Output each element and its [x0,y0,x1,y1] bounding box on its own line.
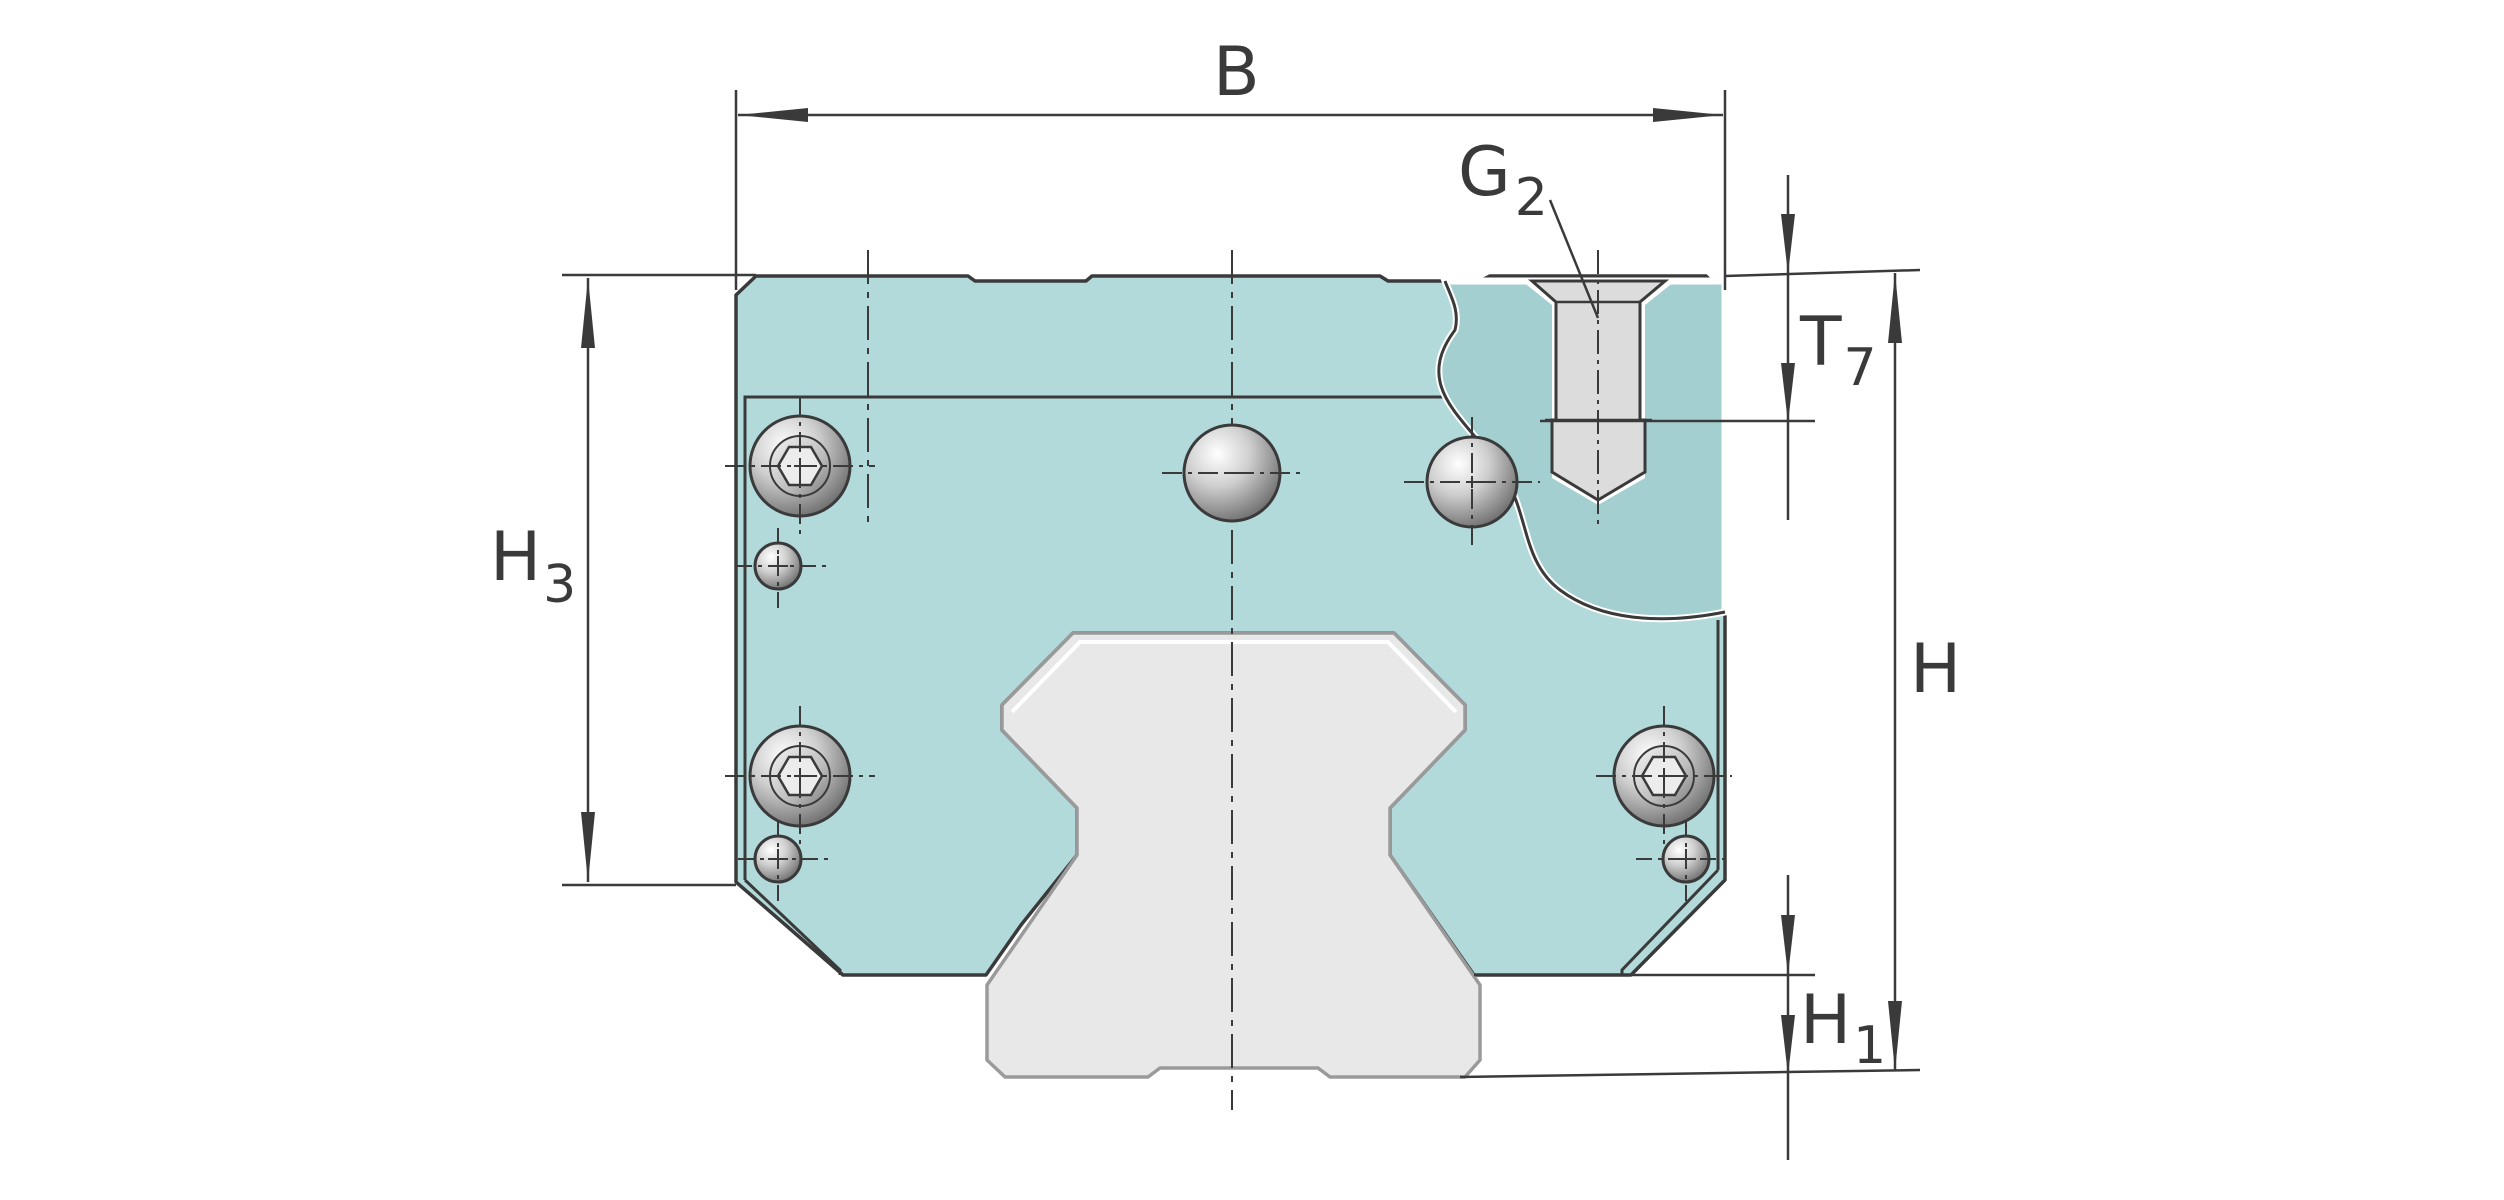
dimension-labels: B G2 T7 H3 H H1 [490,33,1961,1076]
rail-top-highlight [1010,640,1458,714]
rail [985,631,1482,1079]
hex-socket-screw-icon [725,706,875,846]
label-B: B [1213,33,1260,112]
hex-socket-screw-icon [725,396,875,536]
centerlines [867,250,1233,1110]
dimensions [562,90,1921,1160]
round-plug-icon [736,528,826,608]
round-plug-icon [1636,821,1726,901]
label-H: H [1910,630,1961,709]
dim-G2-leader [1548,199,1600,319]
round-plug-icon [738,821,828,901]
label-H1: H1 [1800,981,1886,1076]
hex-socket-screw-icon [1596,706,1732,846]
seal-left [743,878,842,975]
round-plug-icon [1162,423,1302,523]
round-plug-icon [1404,417,1540,547]
dim-H-ext-top [1724,268,1921,278]
rail-outline [985,631,1482,1079]
label-H3: H3 [490,518,576,615]
fasteners [725,250,1732,901]
seal-right [1620,868,1720,975]
dim-H-ext-bottom [1459,1068,1921,1079]
carriage-inner-line [743,395,1480,880]
label-T7: T7 [1799,303,1877,398]
label-G2: G2 [1458,133,1548,228]
